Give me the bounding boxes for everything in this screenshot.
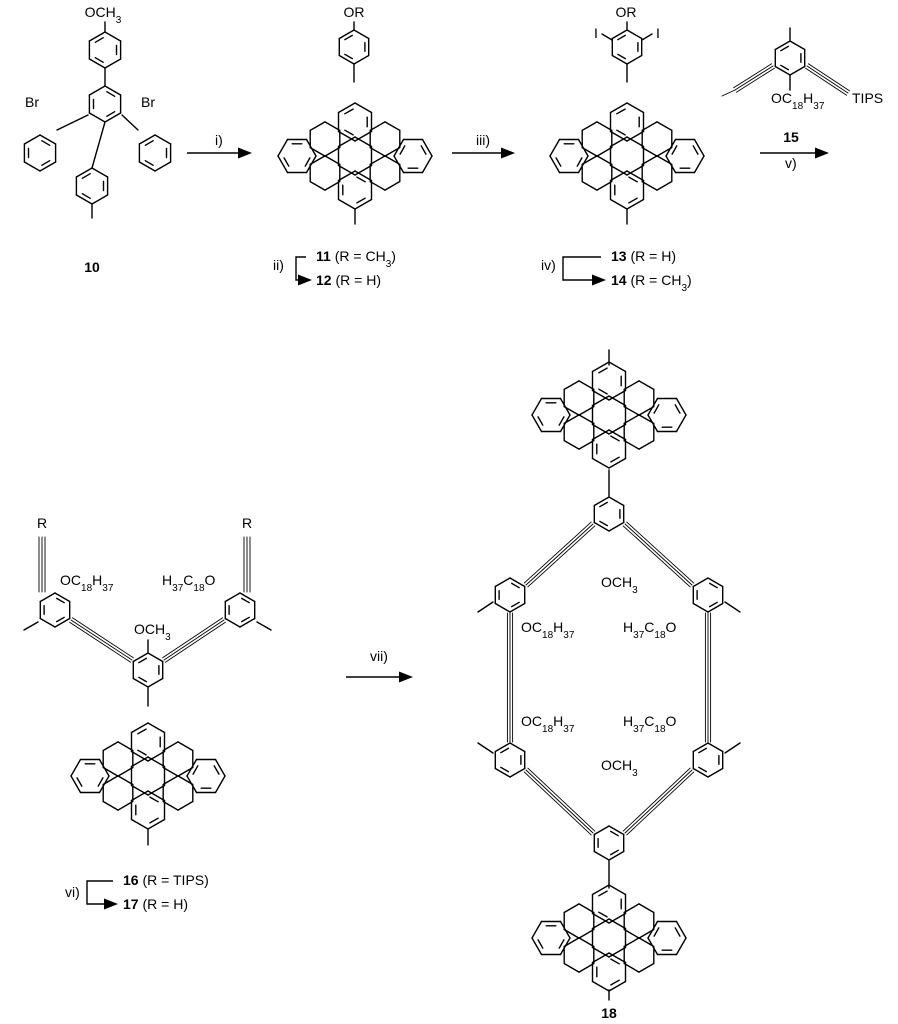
- compound-16-17: R R OC18H37 H37C18O OCH3 16 (R = TIPS) 1…: [37, 515, 252, 912]
- label-br-right: Br: [141, 94, 155, 110]
- label-or-11: OR: [344, 4, 365, 20]
- step-label-v: v): [785, 155, 797, 171]
- arrow-step-vi: vi): [65, 880, 118, 910]
- compound-number-10: 10: [84, 259, 100, 275]
- compound-number-15: 15: [783, 129, 799, 145]
- bond-lines: [23, 21, 850, 1001]
- compound-15: OC18H37 TIPS 15: [771, 90, 883, 145]
- label-iodo-left: I: [594, 25, 598, 41]
- label-oc18h37-18d: H37C18O: [623, 713, 677, 735]
- compound-13-14: OR I I 13 (R = H) 14 (R = CH3): [594, 4, 692, 294]
- label-oc18h37-16b: H37C18O: [162, 572, 216, 594]
- arrow-step-i: i): [187, 132, 252, 159]
- step-label-iv: iv): [541, 257, 556, 273]
- compound-label-14: 14 (R = CH3): [611, 272, 692, 294]
- label-br-left: Br: [25, 94, 39, 110]
- step-label-vii: vii): [370, 648, 388, 664]
- step-label-vi: vi): [65, 884, 80, 900]
- compound-label-17: 17 (R = H): [123, 896, 188, 912]
- label-oc18h37-18c: OC18H37: [521, 713, 575, 735]
- arrow-step-vii: vii): [346, 648, 413, 683]
- label-och3-18-top: OCH3: [601, 574, 638, 596]
- step-label-ii: ii): [273, 257, 284, 273]
- label-oc18h37-18b: H37C18O: [623, 619, 677, 641]
- arrow-step-iv: iv): [541, 256, 606, 286]
- step-label-i: i): [215, 132, 223, 148]
- compound-label-12: 12 (R = H): [316, 272, 381, 288]
- label-oc18h37-16a: OC18H37: [60, 572, 114, 594]
- label-or-13: OR: [616, 4, 637, 20]
- label-iodo-right: I: [656, 25, 660, 41]
- label-oc18h37-15: OC18H37: [771, 90, 825, 112]
- compound-number-18: 18: [601, 1005, 617, 1021]
- compound-18: OCH3 OC18H37 H37C18O OC18H37 H37C18O OCH…: [521, 574, 677, 1021]
- compound-label-13: 13 (R = H): [611, 248, 676, 264]
- label-och3-16: OCH3: [134, 621, 171, 643]
- step-label-iii: iii): [476, 132, 490, 148]
- label-och3-18-bottom: OCH3: [601, 757, 638, 779]
- label-och3-10: OCH3: [85, 4, 122, 26]
- compound-label-16: 16 (R = TIPS): [123, 872, 209, 888]
- compound-11-12: OR 11 (R = CH3) 12 (R = H): [316, 4, 396, 288]
- compound-label-11: 11 (R = CH3): [316, 248, 396, 270]
- label-tips-15: TIPS: [852, 90, 883, 106]
- label-oc18h37-18a: OC18H37: [521, 619, 575, 641]
- label-r-right: R: [242, 515, 252, 531]
- arrow-step-v: v): [760, 147, 829, 171]
- arrow-step-iii: iii): [452, 132, 515, 159]
- label-r-left: R: [37, 515, 47, 531]
- compound-10: OCH3 Br Br 10: [25, 4, 155, 275]
- arrow-step-ii: ii): [273, 256, 312, 286]
